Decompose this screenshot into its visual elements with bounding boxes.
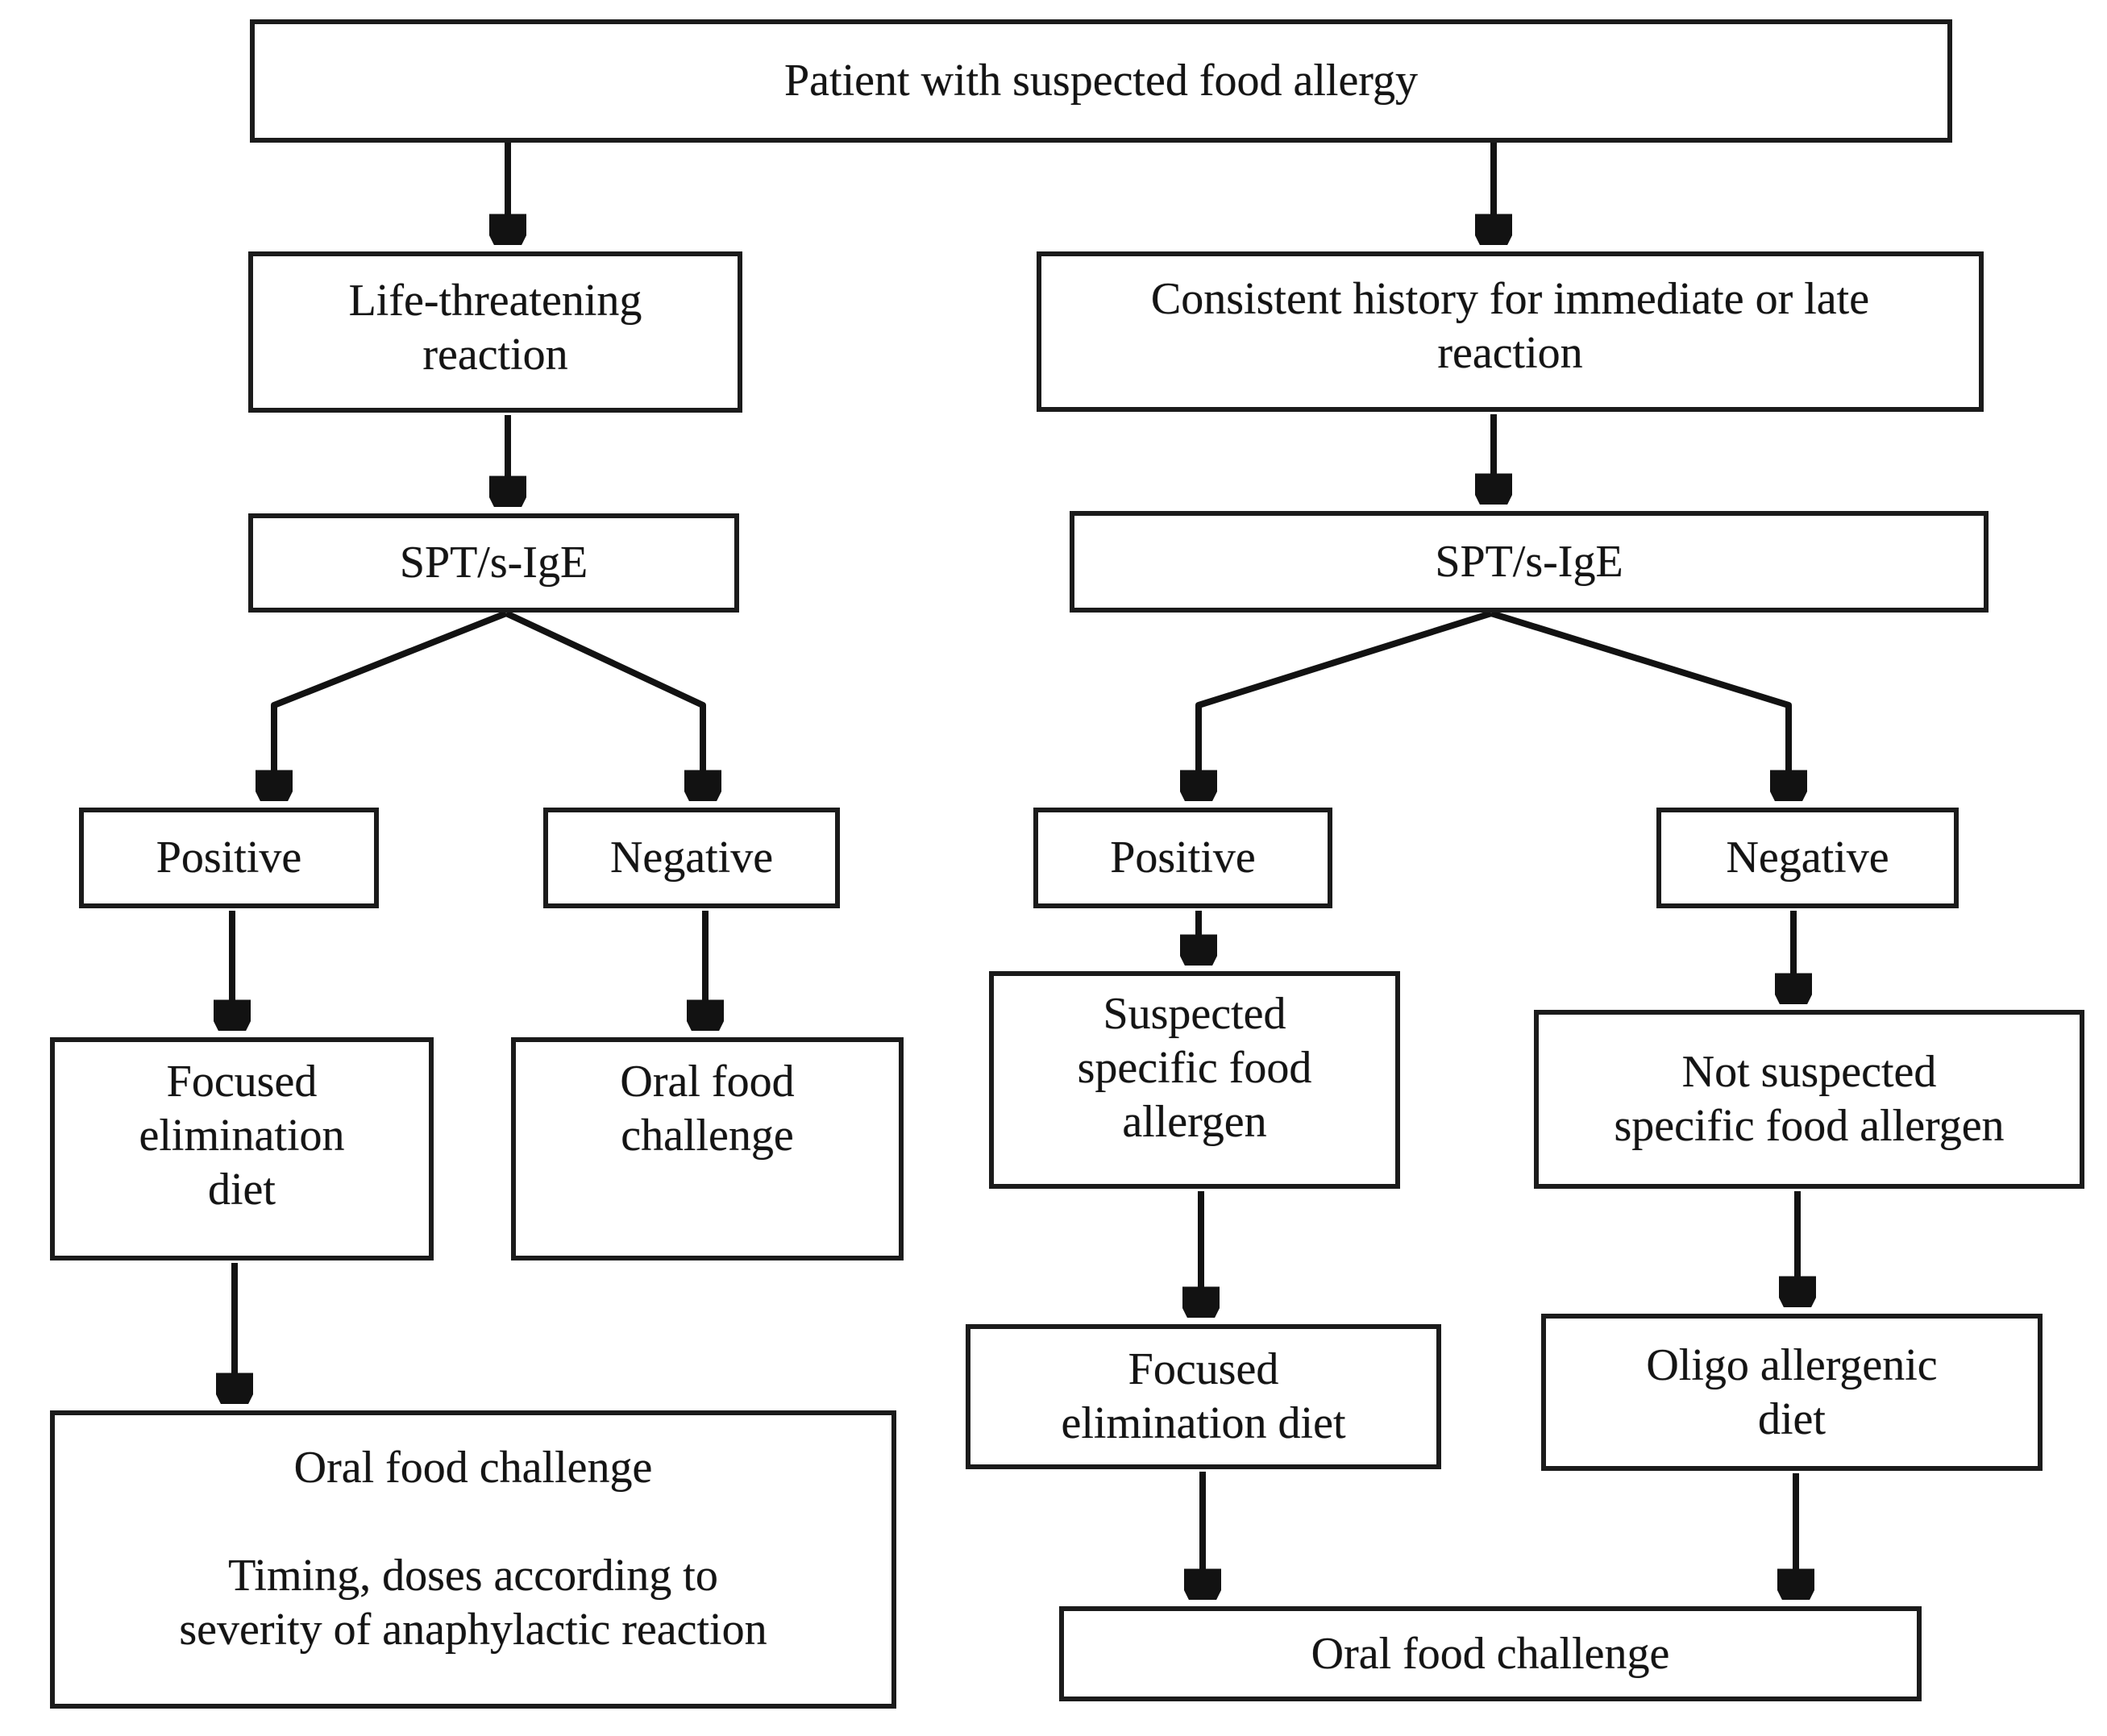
label-line: allergen [1122, 1097, 1267, 1147]
label-line: Not suspected [1681, 1047, 1937, 1097]
label-line: Positive [156, 833, 302, 883]
label-line: Focused [1128, 1344, 1279, 1394]
label-line: Positive [1110, 833, 1256, 883]
label-line: SPT/s-IgE [1435, 536, 1623, 587]
node-consistent-history: Consistent history for immediate or late… [1037, 251, 1984, 412]
label-line: Timing, doses according to [228, 1551, 718, 1601]
node-label: Negative [1661, 831, 1954, 885]
node-oral-food-challenge-bottom: Oral food challenge [1059, 1606, 1922, 1701]
arrow-spt-left-to-positive [274, 610, 508, 798]
node-label: Consistent history for immediate or late… [1041, 272, 1979, 380]
label-line: challenge [621, 1111, 794, 1161]
label-line: Negative [1726, 833, 1889, 883]
label-line: reaction [1437, 328, 1583, 378]
node-label: Suspected specific food allergen [994, 987, 1395, 1149]
label-line: Patient with suspected food allergy [784, 56, 1418, 106]
node-positive-right: Positive [1033, 808, 1332, 908]
label-line: SPT/s-IgE [399, 538, 588, 588]
node-label: Oral food challenge [516, 1055, 899, 1163]
node-label: Positive [1038, 831, 1328, 885]
node-oral-food-challenge-anaphylaxis: Oral food challenge Timing, doses accord… [50, 1410, 896, 1709]
arrow-spt-left-to-negative [505, 610, 703, 798]
arrow-spt-right-to-negative [1490, 610, 1789, 798]
label-line: diet [1758, 1393, 1826, 1444]
node-suspected-specific-food-allergen: Suspected specific food allergen [989, 971, 1400, 1189]
node-focused-elimination-diet-left: Focused elimination diet [50, 1037, 434, 1260]
node-label: Oral food challenge [1064, 1627, 1917, 1681]
node-label: Life-threatening reaction [253, 274, 738, 382]
node-label: Focused elimination diet [55, 1055, 429, 1217]
node-oligo-allergenic-diet: Oligo allergenic diet [1541, 1314, 2043, 1471]
node-spt-sige-right: SPT/s-IgE [1070, 511, 1989, 613]
label-line: severity of anaphylactic reaction [179, 1605, 767, 1655]
label-line: specific food allergen [1614, 1101, 2005, 1151]
label-line: elimination [139, 1111, 345, 1161]
label-line: elimination diet [1061, 1398, 1346, 1448]
label-line: Suspected [1103, 989, 1286, 1039]
node-label: Negative [548, 831, 835, 885]
node-negative-right: Negative [1656, 808, 1959, 908]
node-label: Positive [84, 831, 374, 885]
node-negative-left: Negative [543, 808, 840, 908]
label-line: diet [208, 1165, 276, 1215]
node-label: SPT/s-IgE [253, 536, 734, 590]
node-label: Not suspected specific food allergen [1539, 1045, 2080, 1153]
label-line: reaction [422, 330, 568, 380]
label-line: specific food [1077, 1043, 1312, 1093]
node-positive-left: Positive [79, 808, 379, 908]
arrow-spt-right-to-positive [1199, 610, 1493, 798]
label-line: Oligo allergenic [1646, 1339, 1938, 1390]
node-focused-elimination-diet-right: Focused elimination diet [966, 1324, 1441, 1469]
node-label: SPT/s-IgE [1074, 535, 1984, 589]
node-label: Oligo allergenic diet [1546, 1339, 2038, 1447]
label-line: Oral food challenge [1311, 1628, 1670, 1679]
node-label: Oral food challenge Timing, doses accord… [55, 1441, 891, 1657]
node-label: Patient with suspected food allergy [255, 54, 1947, 108]
label-line: Consistent history for immediate or late [1150, 274, 1870, 324]
label-line [55, 1495, 891, 1549]
node-spt-sige-left: SPT/s-IgE [248, 513, 739, 613]
node-not-suspected-specific-food-allergen: Not suspected specific food allergen [1534, 1010, 2084, 1189]
label-line: Negative [609, 833, 774, 883]
node-life-threatening-reaction: Life-threatening reaction [248, 251, 742, 413]
label-line: Oral food challenge [293, 1443, 653, 1493]
label-line: Life-threatening [348, 276, 642, 326]
label-line: Focused [166, 1057, 318, 1107]
node-oral-food-challenge-left: Oral food challenge [511, 1037, 904, 1260]
node-patient-suspected-food-allergy: Patient with suspected food allergy [250, 19, 1952, 143]
label-line: Oral food [620, 1057, 795, 1107]
node-label: Focused elimination diet [970, 1343, 1436, 1451]
